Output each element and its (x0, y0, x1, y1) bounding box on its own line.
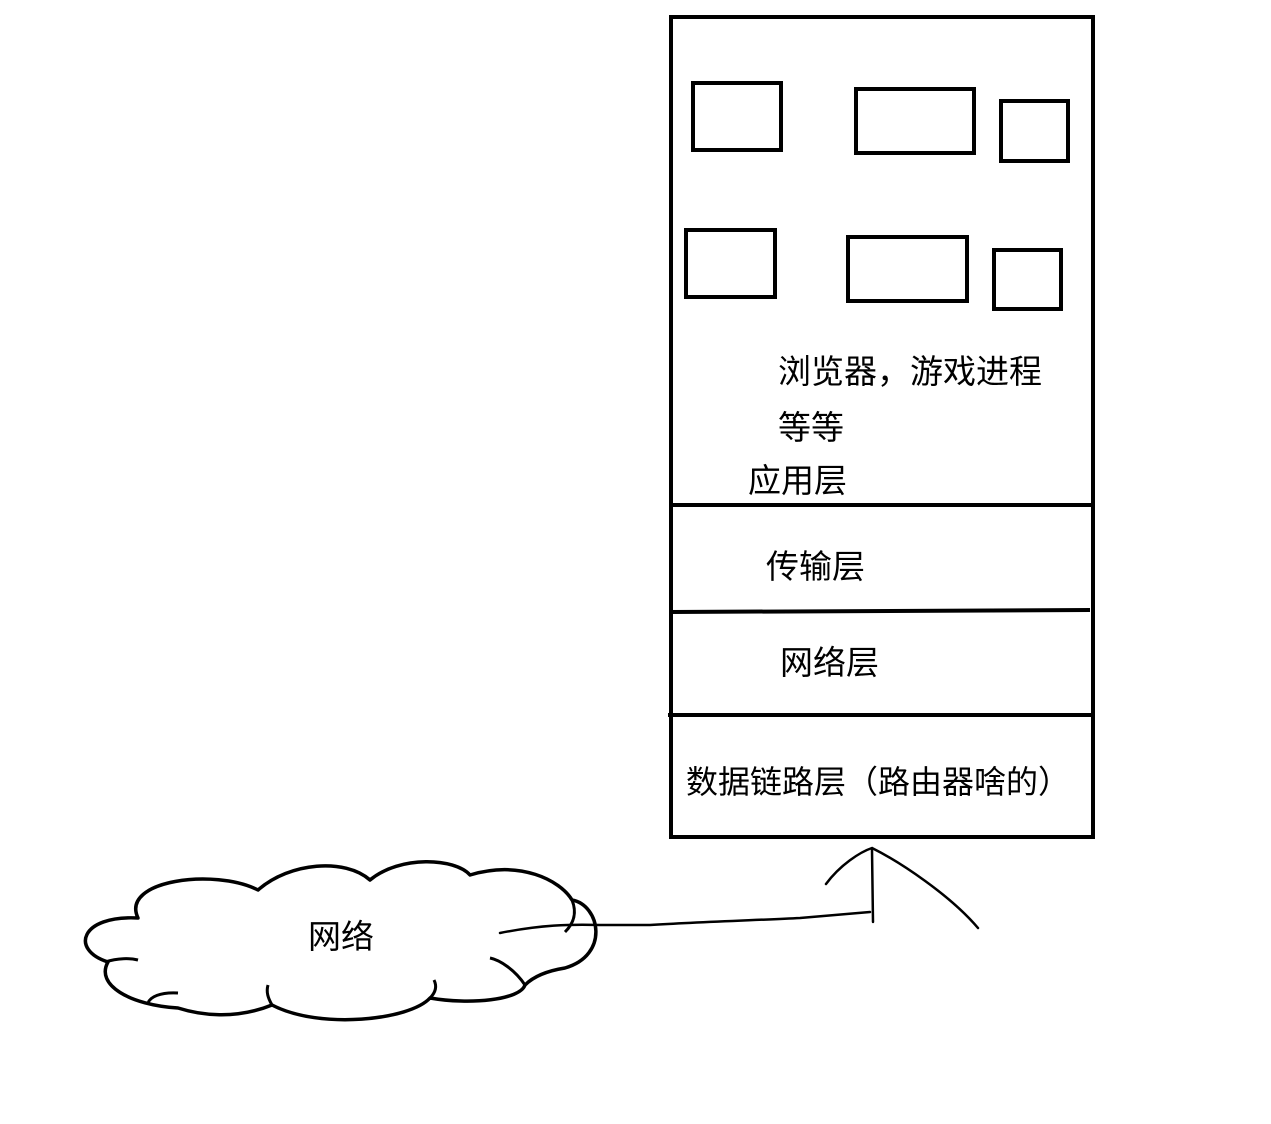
data-link-layer-label: 数据链路层（路由器啥的） (686, 763, 1071, 801)
cloud-inner-stroke (265, 984, 274, 1006)
network-cloud (83, 860, 598, 1022)
host-stack-box (669, 15, 1095, 839)
connection-line (498, 910, 872, 935)
application-layer-label: 应用层 (748, 461, 847, 500)
transport-layer-label: 传输层 (766, 547, 865, 586)
arrow-shaft (870, 848, 875, 924)
cloud-inner-stroke (146, 991, 179, 1004)
process-box (846, 235, 969, 303)
cloud-inner-stroke (104, 957, 139, 964)
process-box (992, 248, 1063, 311)
application-processes-text-line1: 浏览器，游戏进程 (778, 352, 1042, 391)
cloud-inner-stroke (563, 899, 576, 934)
network-layer-label: 网络层 (780, 643, 879, 682)
arrow-head (824, 846, 980, 930)
process-box (854, 87, 976, 155)
process-box (691, 81, 783, 152)
network-cloud-label: 网络 (308, 917, 374, 956)
process-box (684, 228, 777, 299)
process-box (999, 99, 1070, 163)
divider-transport-network (670, 608, 1091, 614)
cloud-inner-stroke (489, 956, 527, 986)
cloud-inner-stroke (428, 979, 438, 1000)
application-processes-text-line2: 等等 (778, 408, 844, 447)
